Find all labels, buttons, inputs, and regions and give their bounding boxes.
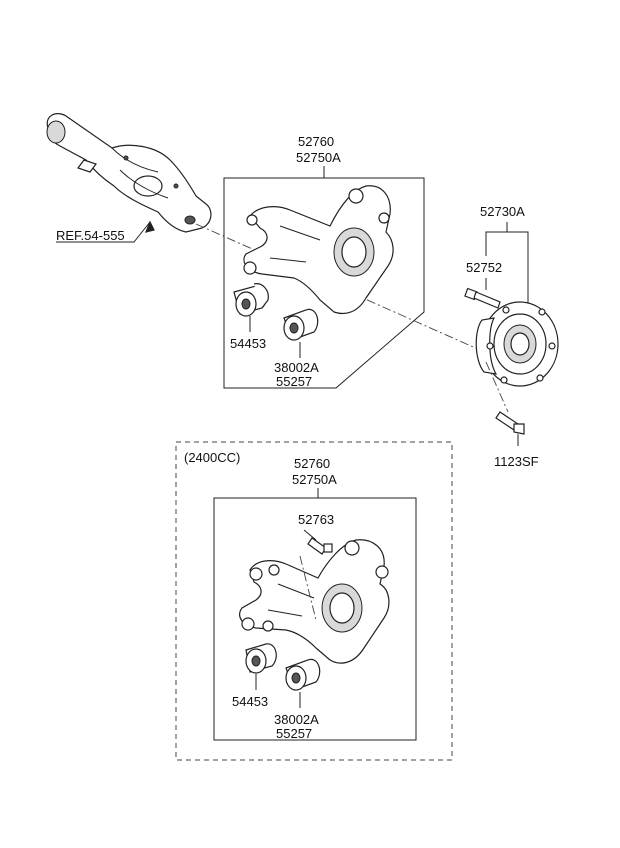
lower-bolt-label: 52763: [298, 512, 334, 527]
hub-bolt-label: 52752: [466, 260, 502, 275]
lower-knuckle-part-number-2: 52750A: [292, 472, 337, 487]
upper-bushing-a-label: 54453: [230, 336, 266, 351]
bushing-icon: [245, 643, 277, 674]
hub-mount-bolt-label: 1123SF: [494, 454, 539, 469]
upper-knuckle-part-number-1: 52760: [298, 134, 334, 149]
lower-knuckle-box: [213, 497, 417, 741]
knuckle-icon: [239, 539, 390, 664]
lower-knuckle-part-number-1: 52760: [294, 456, 330, 471]
lower-bushing-a-label: 54453: [232, 694, 268, 709]
bolt-icon: [307, 537, 333, 555]
upper-knuckle-box: [223, 177, 425, 389]
bushing-icon: [283, 308, 319, 341]
wheel-hub-icon: [475, 301, 559, 387]
upper-bushing-b-label-2: 55257: [276, 374, 312, 389]
ref-link-label[interactable]: REF.54-555: [56, 228, 125, 243]
bushing-icon: [285, 658, 321, 691]
lower-bushing-b-label-1: 38002A: [274, 712, 319, 727]
lower-bushing-b-label-2: 55257: [276, 726, 312, 741]
variant-title: (2400CC): [184, 450, 240, 465]
upper-knuckle-part-number-2: 52750A: [296, 150, 341, 165]
bolt-icon: [495, 411, 525, 435]
hub-assembly-label: 52730A: [480, 204, 525, 219]
knuckle-icon: [243, 185, 394, 315]
bolt-icon: [464, 287, 501, 309]
bushing-icon: [233, 283, 269, 317]
variant-section-frame: [175, 441, 453, 761]
trailing-arm-icon: [46, 113, 212, 233]
upper-bushing-b-label-1: 38002A: [274, 360, 319, 375]
